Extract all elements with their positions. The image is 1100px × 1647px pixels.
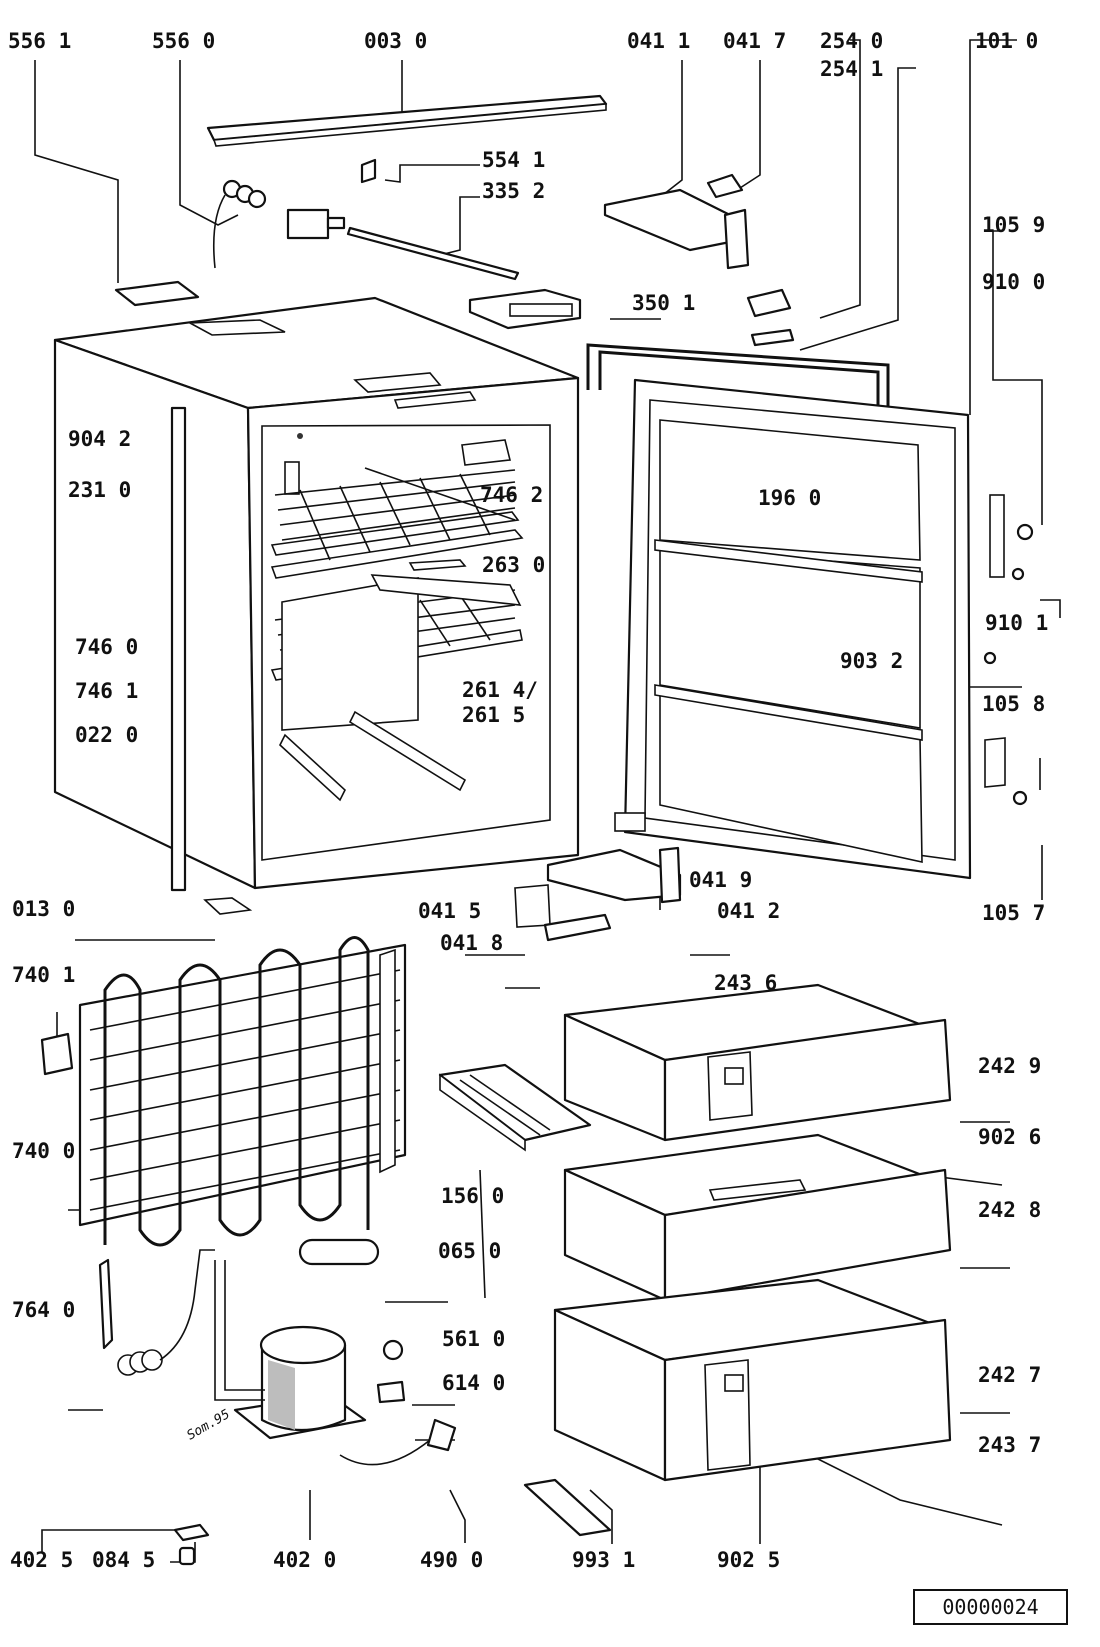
label-910-0: 910 0	[982, 270, 1045, 294]
label-910-1: 910 1	[985, 611, 1048, 635]
label-614-0: 614 0	[442, 1371, 505, 1395]
label-041-7: 041 7	[723, 29, 786, 53]
label-105-8: 105 8	[982, 692, 1045, 716]
label-242-7: 242 7	[978, 1363, 1041, 1387]
label-196-0: 196 0	[758, 486, 821, 510]
control-panel	[468, 288, 582, 330]
label-746-1: 746 1	[75, 679, 138, 703]
document-number-box: 00000024	[913, 1589, 1068, 1625]
clip-small	[173, 1523, 210, 1542]
label-254-1: 254 1	[820, 57, 883, 81]
label-335-2: 335 2	[482, 179, 545, 203]
drier-tube	[298, 1238, 380, 1266]
label-242-8: 242 8	[978, 1198, 1041, 1222]
ice-tray	[438, 1063, 592, 1152]
label-041-8: 041 8	[440, 931, 503, 955]
label-105-9: 105 9	[982, 213, 1045, 237]
label-243-7: 243 7	[978, 1433, 1041, 1457]
label-490-0: 490 0	[420, 1548, 483, 1572]
thermostat-with-bulb	[212, 179, 346, 269]
label-904-2: 904 2	[68, 427, 131, 451]
label-041-1: 041 1	[627, 29, 690, 53]
label-902-5: 902 5	[717, 1548, 780, 1572]
scraper	[523, 1478, 612, 1537]
drawer-middle	[563, 1133, 952, 1302]
label-263-0: 263 0	[482, 553, 545, 577]
label-242-9: 242 9	[978, 1054, 1041, 1078]
label-764-0: 764 0	[12, 1298, 75, 1322]
label-402-5: 402 5	[10, 1548, 73, 1572]
label-243-6: 243 6	[714, 971, 777, 995]
handle-base	[750, 328, 795, 347]
top-cover-strip	[206, 94, 608, 147]
label-022-0: 022 0	[75, 723, 138, 747]
label-261-5: 261 5	[462, 703, 525, 727]
label-740-0: 740 0	[12, 1139, 75, 1163]
label-746-0: 746 0	[75, 635, 138, 659]
door-panel	[623, 378, 972, 880]
label-065-0: 065 0	[438, 1239, 501, 1263]
label-350-1: 350 1	[632, 291, 695, 315]
label-105-7: 105 7	[982, 901, 1045, 925]
label-156-0: 156 0	[441, 1184, 504, 1208]
label-556-1: 556 1	[8, 29, 71, 53]
label-041-5: 041 5	[418, 899, 481, 923]
label-561-0: 561 0	[442, 1327, 505, 1351]
label-902-6: 902 6	[978, 1125, 1041, 1149]
drawer-bottom	[553, 1278, 952, 1482]
label-041-2: 041 2	[717, 899, 780, 923]
clip-part	[360, 158, 377, 184]
lamp-cover	[114, 280, 200, 307]
bottom-hinge	[514, 812, 682, 942]
label-003-0: 003 0	[364, 29, 427, 53]
condenser	[40, 936, 407, 1376]
label-041-9: 041 9	[689, 868, 752, 892]
label-231-0: 231 0	[68, 478, 131, 502]
label-554-1: 554 1	[482, 148, 545, 172]
compressor	[214, 1260, 457, 1466]
rod-part	[346, 226, 520, 281]
door-hinge-parts	[983, 494, 1034, 806]
label-903-2: 903 2	[840, 649, 903, 673]
label-993-1: 993 1	[572, 1548, 635, 1572]
label-261-4: 261 4/	[462, 678, 538, 702]
document-number: 00000024	[942, 1595, 1039, 1619]
label-254-0: 254 0	[820, 29, 883, 53]
foot-part	[178, 1546, 196, 1566]
label-101-0: 101 0	[975, 29, 1038, 53]
label-402-0: 402 0	[273, 1548, 336, 1572]
hinge-cap	[706, 173, 744, 199]
drawer-top	[563, 983, 952, 1142]
hinge-top	[603, 188, 750, 270]
label-013-0: 013 0	[12, 897, 75, 921]
handle-cap	[746, 288, 792, 318]
label-556-0: 556 0	[152, 29, 215, 53]
label-084-5: 084 5	[92, 1548, 155, 1572]
label-746-2: 746 2	[480, 483, 543, 507]
label-740-1: 740 1	[12, 963, 75, 987]
compressor-stamp: Som.95	[185, 1407, 233, 1444]
cabinet-body	[53, 296, 580, 915]
part-number-labels: 556 1 556 0 003 0 041 1 041 7 254 0 254 …	[8, 29, 1048, 1572]
